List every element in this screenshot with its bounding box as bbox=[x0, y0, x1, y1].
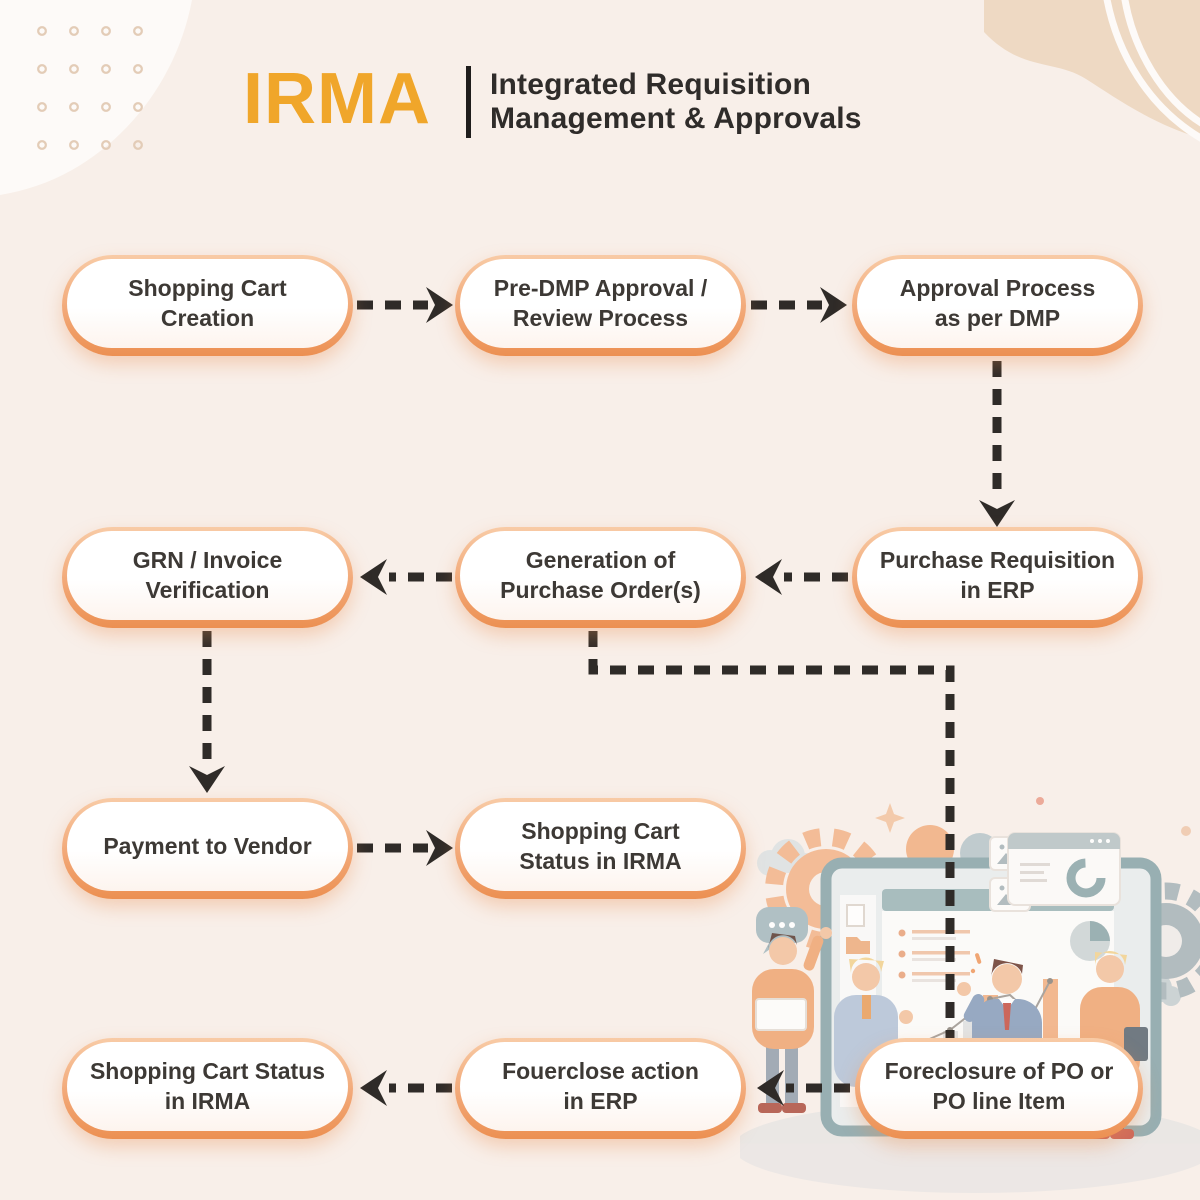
blob-top-right bbox=[984, 0, 1200, 138]
node-label: Foreclosure of PO or PO line Item bbox=[884, 1058, 1114, 1114]
subtitle-line-1: Integrated Requisition bbox=[490, 68, 812, 101]
node-shopping-cart-status-irma-2: Shopping Cart Status in IRMA bbox=[62, 1038, 353, 1139]
logo-irma: IRMA bbox=[243, 59, 431, 139]
dot-decor-2 bbox=[1181, 826, 1191, 836]
node-label: GRN / Invoice Verification bbox=[132, 547, 283, 603]
dot-grid-pattern bbox=[28, 16, 158, 168]
node-generation-purchase-orders: Generation of Purchase Order(s) bbox=[455, 527, 746, 628]
list-rows bbox=[898, 929, 970, 982]
node-purchase-requisition-erp: Purchase Requisition in ERP bbox=[852, 527, 1143, 628]
arc-stripe-2 bbox=[1121, 0, 1200, 127]
node-shopping-cart-status-irma: Shopping Cart Status in IRMA bbox=[455, 798, 746, 899]
arc-stripe-1 bbox=[1103, 0, 1200, 142]
pie-chart-icon bbox=[1070, 921, 1110, 961]
node-label: Shopping Cart Status in IRMA bbox=[89, 1058, 326, 1114]
node-pre-dmp-approval-review: Pre-DMP Approval / Review Process bbox=[455, 255, 746, 356]
node-label: Generation of Purchase Order(s) bbox=[500, 547, 701, 603]
node-label: Pre-DMP Approval / Review Process bbox=[493, 275, 708, 331]
header-divider bbox=[466, 66, 471, 138]
node-label: Approval Process as per DMP bbox=[899, 275, 1096, 331]
node-label: Shopping Cart Status in IRMA bbox=[519, 818, 682, 874]
header: IRMA Integrated Requisition Management &… bbox=[0, 0, 1200, 170]
teamwork-dashboard-illustration bbox=[740, 797, 1200, 1193]
node-grn-invoice-verification: GRN / Invoice Verification bbox=[62, 527, 353, 628]
dot-decor-1 bbox=[1036, 797, 1044, 805]
node-fouerclose-action-erp: Fouerclose action in ERP bbox=[455, 1038, 746, 1139]
header-subtitle: Integrated Requisition Management & Appr… bbox=[490, 68, 862, 136]
donut-chart-window bbox=[1007, 832, 1121, 906]
node-label: Payment to Vendor bbox=[103, 832, 312, 859]
sparkle-icon bbox=[875, 803, 905, 833]
node-foreclosure-po-line-item: Foreclosure of PO or PO line Item bbox=[855, 1038, 1143, 1139]
node-label: Shopping Cart Creation bbox=[128, 275, 287, 331]
person-with-laptop bbox=[752, 927, 832, 1113]
arrowheads bbox=[189, 287, 1015, 1106]
donut-chart bbox=[1066, 858, 1106, 898]
node-approval-process-dmp: Approval Process as per DMP bbox=[852, 255, 1143, 356]
subtitle-line-2: Management & Approvals bbox=[490, 101, 862, 135]
folder-icon bbox=[846, 937, 870, 954]
node-label: Fouerclose action in ERP bbox=[502, 1058, 699, 1114]
node-label: Purchase Requisition in ERP bbox=[879, 547, 1116, 603]
node-payment-to-vendor: Payment to Vendor bbox=[62, 798, 353, 899]
node-shopping-cart-creation: Shopping Cart Creation bbox=[62, 255, 353, 356]
